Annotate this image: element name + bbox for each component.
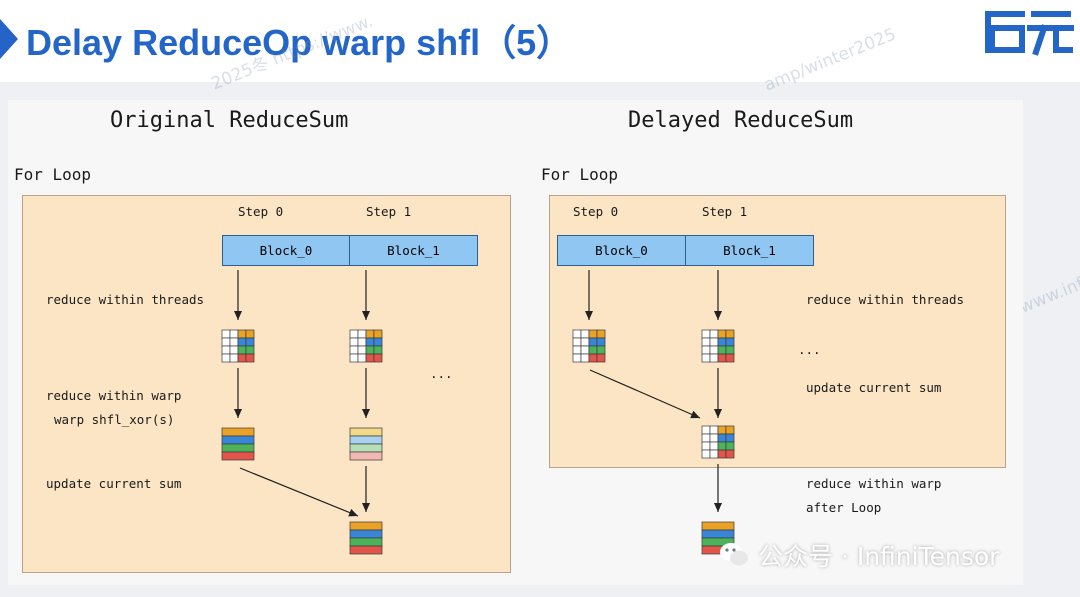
wechat-footer: 公众号 · InfiniTensor <box>718 538 999 572</box>
left-reduce-warp-label: reduce within warp <box>46 388 182 403</box>
left-ellipsis: ... <box>430 366 453 381</box>
right-ellipsis: ... <box>798 342 821 357</box>
right-block1: Block_1 <box>685 235 814 266</box>
delayed-reducesum-heading: Delayed ReduceSum <box>628 108 854 133</box>
right-after-loop-label: after Loop <box>806 500 882 515</box>
left-for-loop-label: For Loop <box>14 165 92 184</box>
left-step0-label: Step 0 <box>238 204 284 219</box>
wechat-icon <box>720 543 748 566</box>
original-reducesum-heading: Original ReduceSum <box>110 108 349 133</box>
left-reduce-threads-label: reduce within threads <box>46 292 205 307</box>
left-block1: Block_1 <box>349 235 478 266</box>
left-update-sum-label: update current sum <box>46 476 182 491</box>
title-accent-marker <box>0 19 18 59</box>
slide-header: Delay ReduceOp warp shfl（5） <box>0 0 1080 82</box>
left-warp-shfl-label: warp shfl_xor(s) <box>54 412 175 427</box>
right-block0: Block_0 <box>557 235 686 266</box>
left-step1-label: Step 1 <box>366 204 412 219</box>
qiyuan-logo-icon <box>985 11 1074 56</box>
watermark-text: www.infi <box>1016 272 1080 318</box>
right-step0-label: Step 0 <box>573 204 619 219</box>
wechat-account-label: 公众号 · InfiniTensor <box>758 542 1000 571</box>
slide-title: Delay ReduceOp warp shfl（5） <box>26 22 573 63</box>
right-reduce-warp-label: reduce within warp <box>806 476 942 491</box>
right-reduce-threads-label: reduce within threads <box>806 292 965 307</box>
left-block0: Block_0 <box>222 235 350 266</box>
right-update-sum-label: update current sum <box>806 380 942 395</box>
right-for-loop-label: For Loop <box>541 165 619 184</box>
right-step1-label: Step 1 <box>702 204 748 219</box>
